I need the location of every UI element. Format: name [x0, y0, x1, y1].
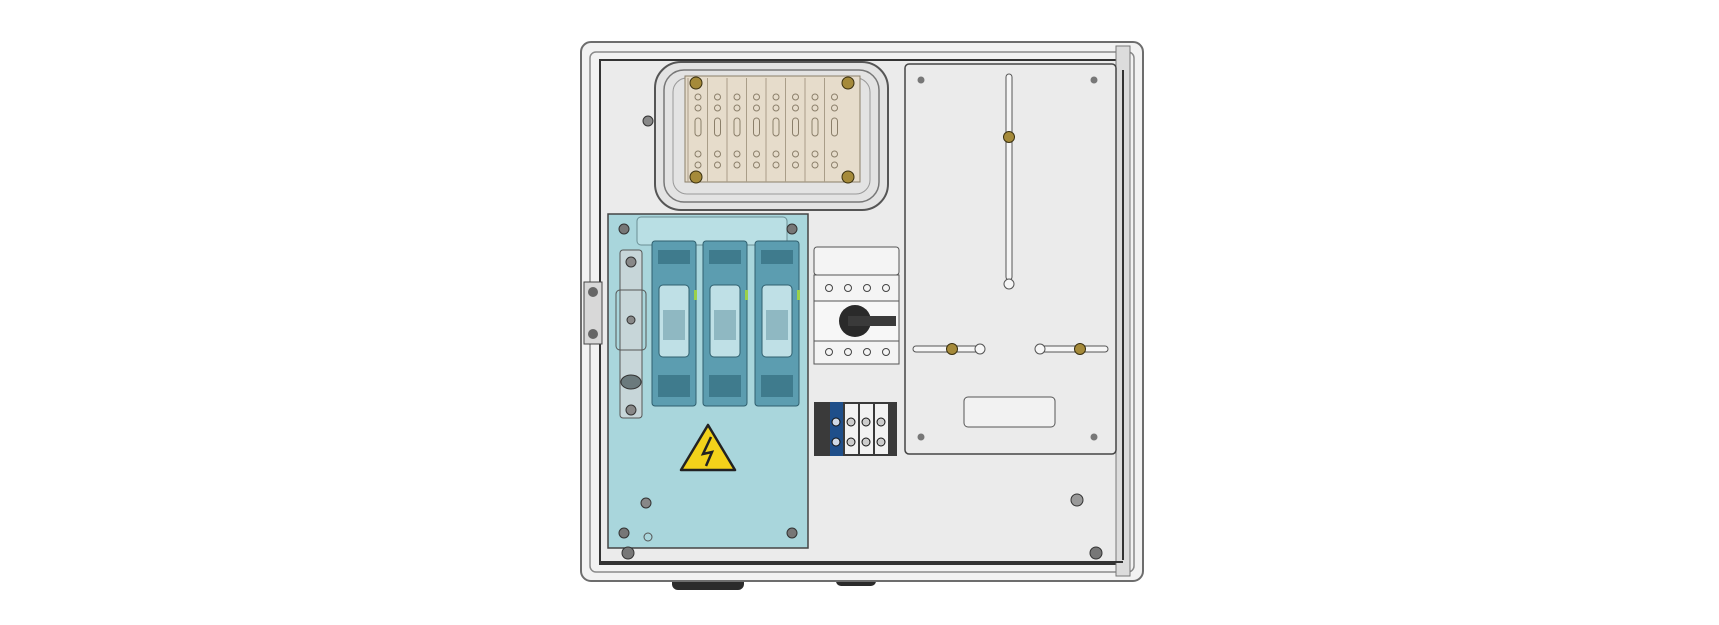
screw-icon — [642, 115, 654, 127]
door-latch — [583, 281, 603, 345]
terminal-column — [765, 78, 780, 182]
terminal-column — [785, 78, 799, 182]
hole-icon — [643, 532, 653, 542]
vertical-slot — [1005, 73, 1013, 281]
terminal-column — [726, 78, 741, 182]
screw-icon — [1074, 343, 1086, 355]
terminal-column — [707, 78, 721, 182]
screw-icon — [618, 527, 630, 539]
earth-stud-icon — [1070, 493, 1084, 507]
screw-icon — [1089, 546, 1103, 560]
top-terminal-block — [654, 61, 889, 211]
rotary-isolator-switch — [813, 246, 900, 365]
fuse-holder — [651, 240, 697, 407]
terminal-column — [824, 78, 838, 182]
terminal-column — [746, 78, 760, 182]
screw-icon — [786, 527, 798, 539]
label-window — [963, 396, 1056, 428]
fuse-holder — [702, 240, 748, 407]
screw-icon — [689, 170, 703, 184]
screw-icon — [786, 223, 798, 235]
screw-icon — [621, 546, 635, 560]
screw-icon — [640, 497, 652, 509]
fuse-holders — [651, 240, 800, 407]
earth-bar — [615, 249, 647, 419]
screw-icon — [841, 170, 855, 184]
screw-icon — [946, 343, 958, 355]
screw-icon — [689, 76, 703, 90]
meter-mounting-plate — [904, 63, 1117, 455]
terminal-column — [687, 78, 702, 182]
screw-icon — [841, 76, 855, 90]
terminal-columns — [687, 78, 838, 182]
high-voltage-warning-icon — [679, 423, 737, 472]
fuse-holder — [754, 240, 800, 407]
terminal-column — [804, 78, 819, 182]
terminal-block — [814, 402, 897, 456]
screw-icon — [618, 223, 630, 235]
screw-icon — [1003, 131, 1015, 143]
